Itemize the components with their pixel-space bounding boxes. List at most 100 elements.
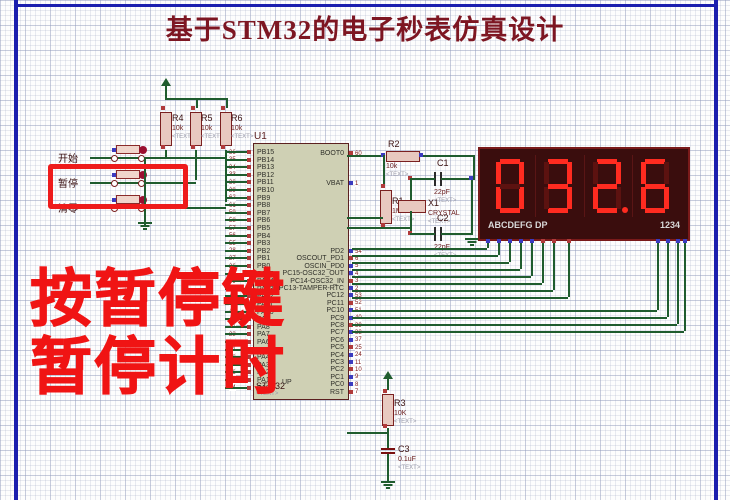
wire: [352, 317, 667, 319]
display-digit-pin-label: 1234: [659, 220, 680, 230]
pin-pad: [247, 165, 251, 170]
pause-button-highlight: [48, 164, 188, 209]
wire: [226, 98, 228, 108]
switch-start-knob[interactable]: [139, 146, 147, 154]
switch-pause-knob[interactable]: [139, 171, 147, 179]
display-segment-pad: [508, 239, 512, 243]
display-digit-1: [488, 155, 537, 217]
wire: [225, 310, 247, 313]
mcu-pin-pa8: PA8: [257, 323, 270, 331]
segment-d: [596, 208, 617, 213]
border-right: [714, 0, 718, 500]
switch-start-lever[interactable]: [116, 145, 140, 154]
display-segment-pad: [530, 239, 534, 243]
component-value-x1: CRYSTAL: [428, 210, 460, 217]
wire: [225, 295, 247, 298]
wire: [144, 157, 146, 225]
mcu-ref-designator: U1: [254, 131, 267, 142]
segment-a: [500, 159, 520, 164]
component-ref-r1: R1: [392, 196, 404, 206]
wire: [225, 348, 247, 351]
mcu-pin-pc0: PC0: [330, 381, 344, 389]
mcu-pin-pc14-osc32-in: PC14-OSC32_IN: [290, 277, 344, 285]
pin-pad: [247, 347, 251, 352]
pin-pad: [383, 424, 387, 428]
wire: [225, 303, 247, 305]
wire: [225, 265, 247, 267]
mcu-pin-pb6: PB6: [257, 217, 271, 225]
mcu-pin-number: 52: [355, 300, 362, 307]
mcu-pin-pc9: PC9: [330, 314, 344, 322]
button-label-start: 开始: [58, 154, 78, 165]
switch-clear-knob[interactable]: [139, 196, 147, 204]
pin-pad: [247, 271, 251, 276]
resistor-r5-body: [190, 112, 202, 146]
component-text-r3: <TEXT>: [394, 419, 417, 425]
pin-pad: [247, 362, 251, 367]
component-ref-r4: R4: [172, 113, 184, 123]
pin-pad: [349, 330, 353, 335]
wire: [225, 196, 247, 199]
mcu-pin-pa6: PA6: [257, 339, 270, 346]
pin-pad: [191, 145, 195, 149]
mcu-pin-pb13: PB13: [257, 164, 275, 172]
pin-pad: [247, 226, 251, 230]
component-ref-c2: C2: [437, 213, 449, 223]
mcu-pin-number: 54: [355, 248, 362, 255]
pin-pad: [247, 302, 251, 306]
wire: [347, 432, 387, 434]
pin-pad: [349, 389, 353, 394]
mcu-pin-pc6: PC6: [330, 336, 344, 344]
pin-pad: [349, 374, 353, 379]
resistor-r6-body: [220, 112, 232, 146]
pin-pad: [349, 337, 353, 342]
wire: [225, 325, 247, 328]
component-text-x1: <TEXT>: [428, 219, 451, 225]
mcu-pin-pb14: PB14: [257, 156, 275, 164]
segment-d: [644, 208, 665, 213]
segment-e: [496, 187, 501, 209]
pin-pad: [247, 188, 251, 192]
button-label-pause: 暂停: [58, 179, 78, 190]
component-text-c1: <TEXT>: [434, 198, 457, 204]
vcc-arrow-icon: [161, 78, 171, 86]
component-text-r1: <TEXT>: [392, 217, 415, 223]
wire: [352, 262, 509, 264]
pin-pad: [247, 355, 251, 360]
display-segment-pin-label: ABCDEFG DP: [488, 220, 548, 230]
mcu-pin-pa7: PA7: [257, 331, 270, 339]
wire: [165, 150, 167, 158]
mcu-pin-pc7: PC7: [330, 329, 344, 337]
mcu-pin-pb5: PB5: [257, 225, 271, 232]
wire: [225, 158, 247, 161]
capacitor-c3-plate: [381, 448, 395, 450]
component-text-r4: <TEXT>: [172, 134, 195, 140]
wire: [225, 219, 247, 222]
pin-pad: [247, 317, 251, 322]
resistor-r4-body: [160, 112, 172, 146]
pin-pad: [349, 315, 353, 320]
wire: [352, 331, 684, 333]
pin-pad: [349, 308, 353, 313]
wire: [225, 242, 247, 245]
mcu-pin-pc4: PC4: [330, 351, 344, 359]
wire: [531, 243, 533, 276]
wire: [225, 211, 247, 214]
mcu-pin-number: 25: [355, 344, 362, 351]
page-title: 基于STM32的电子秒表仿真设计: [165, 15, 565, 45]
segment-g: [500, 184, 520, 189]
pin-pad: [247, 210, 251, 215]
component-value-r3: 10K: [394, 410, 407, 417]
mcu-pin-number: 37: [355, 337, 362, 344]
pin-pad: [247, 294, 251, 299]
wire: [225, 227, 247, 229]
mcu-pin-oscin-pd0: OSCIN_PD0: [304, 262, 344, 270]
mcu-body[interactable]: [253, 143, 349, 400]
component-value-r4: 10k: [172, 125, 184, 132]
mcu-pin-pb7: PB7: [257, 209, 271, 217]
mcu-pin-rst: RST: [330, 388, 344, 396]
crystal-x1-body: [398, 200, 426, 213]
display-digits: [488, 155, 680, 217]
pin-pad: [247, 157, 251, 162]
component-value-r6: 10k: [231, 125, 243, 132]
